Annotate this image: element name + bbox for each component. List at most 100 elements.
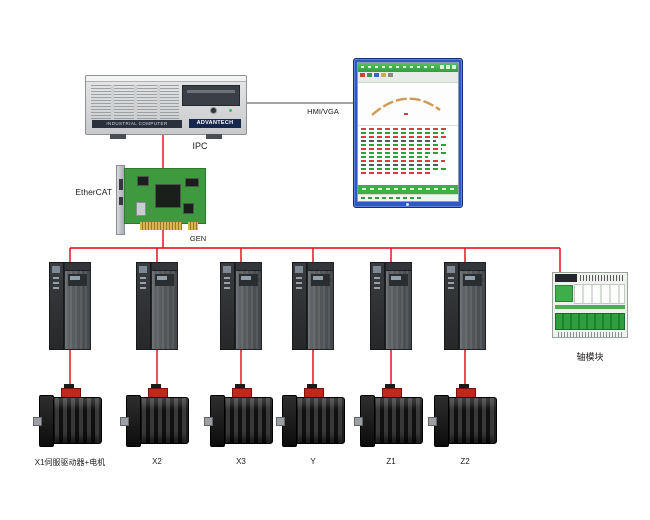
drive-body <box>64 262 91 350</box>
motor-shaft <box>276 417 285 426</box>
drive-panel-window <box>241 276 251 280</box>
drive-front-unit <box>220 262 235 350</box>
drive-body <box>307 262 334 350</box>
drive-panel <box>68 274 87 286</box>
ipc-foot <box>110 134 126 139</box>
servo-drive-2 <box>136 262 178 350</box>
ipc-top-cover <box>86 76 246 82</box>
servo-motor-3 <box>204 384 274 452</box>
hmi-status-bar <box>358 185 458 194</box>
drive-display <box>223 266 231 273</box>
drive-panel-window <box>391 276 401 280</box>
card-pcb <box>124 168 206 224</box>
drive-front-unit <box>370 262 385 350</box>
ipc-power-button <box>211 108 216 113</box>
data-row <box>361 160 446 162</box>
drive-body <box>235 262 262 350</box>
ipc-power-led <box>229 109 232 112</box>
drive-panel-window <box>465 276 475 280</box>
hmi-toolbar <box>358 72 458 83</box>
servo-drive-6 <box>444 262 486 350</box>
module-terminal-blocks <box>555 313 625 330</box>
card-gen-label: GEN <box>189 234 207 243</box>
drive-panel-window <box>70 276 80 280</box>
motor-label-x2: X2 <box>152 457 162 466</box>
data-row <box>361 132 444 134</box>
axis-io-module <box>552 272 628 338</box>
data-row <box>361 152 448 154</box>
drive-panel-window <box>313 276 323 280</box>
drive-body <box>459 262 486 350</box>
motor-connector-cap <box>459 384 469 389</box>
ethernet-port <box>119 179 123 190</box>
data-row <box>361 140 436 142</box>
drive-panel <box>239 274 258 286</box>
drive-display <box>52 266 60 273</box>
motor-body <box>221 397 273 444</box>
data-row <box>361 164 438 166</box>
hmi-window-buttons <box>440 65 456 69</box>
data-row <box>361 144 450 146</box>
motor-body <box>371 397 423 444</box>
motor-shaft <box>354 417 363 426</box>
module-top-connector <box>555 274 577 282</box>
data-row <box>361 148 442 150</box>
monitor-logo-dot <box>406 203 409 206</box>
drive-panel <box>311 274 330 286</box>
drive-front-unit <box>444 262 459 350</box>
chip <box>137 176 149 186</box>
hmi-title-text <box>361 66 436 68</box>
drive-display <box>373 266 381 273</box>
module-slot-row <box>574 284 625 304</box>
servo-motor-5 <box>354 384 424 452</box>
ipc-drive-bay <box>182 85 240 106</box>
drive-top-cap <box>308 263 333 271</box>
motor-label-x1: X1伺服驱动器+电机 <box>34 458 106 467</box>
motor-connector-cap <box>235 384 245 389</box>
main-chip <box>155 184 181 208</box>
motor-label-z2: Z2 <box>460 457 470 466</box>
toolbar-button <box>388 73 393 77</box>
ethercat-label: EtherCAT <box>75 187 112 197</box>
module-pin-row <box>580 275 625 281</box>
motor-shaft <box>120 417 129 426</box>
ipc-model-text: INDUSTRIAL COMPUTER <box>92 120 182 128</box>
chip <box>183 203 194 214</box>
motor-body <box>445 397 497 444</box>
toolbar-button <box>381 73 386 77</box>
drive-body <box>385 262 412 350</box>
drive-display <box>447 266 455 273</box>
hmi-data-rows <box>358 126 458 185</box>
drive-top-cap <box>460 263 485 271</box>
hmi-vga-link-label: HMI/VGA <box>307 107 339 116</box>
chip <box>185 178 199 187</box>
motor-connector-cap <box>307 384 317 389</box>
motor-shaft <box>204 417 213 426</box>
module-green-band <box>555 305 625 309</box>
motor-shaft <box>428 417 437 426</box>
motor-body <box>50 397 102 444</box>
capacitor <box>136 202 146 216</box>
ipc-label: IPC <box>192 141 208 151</box>
status-bar-text <box>362 188 454 190</box>
drive-display <box>139 266 147 273</box>
ethernet-port <box>119 197 123 205</box>
toolpath-arc <box>371 97 441 116</box>
drive-buttons <box>448 277 454 289</box>
ethercat-master-card <box>116 165 206 235</box>
motor-label-z1: Z1 <box>386 457 396 466</box>
toolbar-button <box>367 73 372 77</box>
footer-text <box>361 197 421 199</box>
drive-panel-window <box>157 276 167 280</box>
motor-body <box>293 397 345 444</box>
toolbar-button <box>360 73 365 77</box>
motor-connector-cap <box>385 384 395 389</box>
servo-motor-2 <box>120 384 190 452</box>
hmi-toolpath-plot <box>358 83 458 126</box>
servo-drive-5 <box>370 262 412 350</box>
drive-front-unit <box>49 262 64 350</box>
drive-top-cap <box>386 263 411 271</box>
motor-shaft <box>33 417 42 426</box>
